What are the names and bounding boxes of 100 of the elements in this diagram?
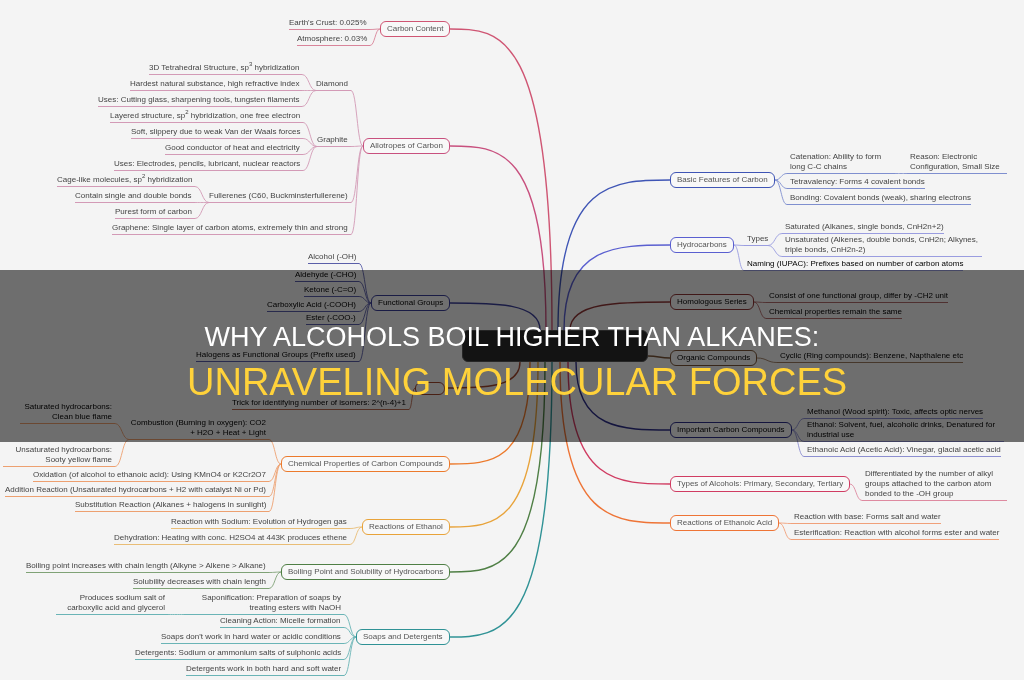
- connector-line: [301, 90, 317, 91]
- connector-line: [449, 361, 553, 638]
- connector-line: [358, 296, 372, 304]
- topic-text: Solubility decreases with chain length: [133, 577, 269, 589]
- topic-box: Hydrocarbons: [670, 237, 734, 253]
- connector-line: [753, 301, 767, 319]
- connector-line: [268, 571, 282, 589]
- topic-box: Soaps and Detergents: [356, 629, 450, 645]
- topic-text: Contain single and double bonds: [75, 191, 195, 203]
- connector-line: [343, 636, 357, 660]
- connector-line: [350, 145, 364, 147]
- topic-text: Soft, slippery due to weak Van der Waals forces: [131, 127, 304, 139]
- topic-text: Substitution Reaction (Alkanes + halogens in sunlight): [75, 500, 270, 512]
- connector-line: [167, 614, 185, 615]
- connector-line: [358, 302, 372, 362]
- topic-box: Reactions of Ethanoic Acid: [670, 515, 780, 531]
- connector-line: [268, 571, 282, 573]
- connector-line: [268, 463, 282, 497]
- topic-text: Earth's Crust: 0.025%: [289, 18, 370, 30]
- connector-line: [791, 429, 805, 457]
- topic-text: Graphene: Single layer of carbon atoms, extremely thin and strong: [112, 223, 351, 235]
- connector-line: [358, 302, 372, 325]
- topic-box: Organic Compounds: [670, 350, 758, 366]
- connector-line: [449, 361, 539, 528]
- topic-text: Purest form of carbon: [115, 207, 195, 219]
- topic-text: Diamond: [316, 79, 351, 91]
- connector-line: [733, 244, 745, 271]
- topic-text: Fullerenes (C60, Buckminsterfullerene): [209, 191, 351, 203]
- connector-line: [733, 244, 745, 246]
- topic-text: Graphite: [317, 135, 351, 147]
- topic-text: Soaps don't work in hard water or acidic conditions: [161, 632, 344, 644]
- connector-line: [301, 90, 317, 107]
- topic-text: Tetravalency: Forms 4 covalent bonds: [787, 177, 925, 189]
- topic-text: Cyclic (Ring compounds): Benzene, Napthalene etc: [777, 351, 964, 363]
- topic-text: Saponification: Preparation of soaps by treating esters with NaOH: [184, 593, 344, 615]
- topic-box: Homologous Series: [670, 294, 754, 310]
- topic-text: Naming (IUPAC): Prefixes based on number of carbon atoms: [744, 259, 964, 271]
- connector-line: [194, 202, 210, 203]
- connector-line: [767, 233, 783, 246]
- topic-text: Cage-like molecules, sp$^{2}$ hybridization: [57, 175, 196, 187]
- connector-line: [350, 145, 364, 203]
- connector-line: [369, 28, 381, 30]
- connector-line: [358, 302, 372, 312]
- connector-line: [408, 387, 416, 410]
- topic-text: Uses: Cutting glass, sharpening tools, tungsten filaments: [98, 95, 303, 107]
- connector-line: [301, 74, 317, 91]
- connector-line: [778, 522, 792, 540]
- topic-text: Ketone (-C=O): [304, 285, 360, 297]
- connector-line: [774, 179, 788, 189]
- topic-box: Allotropes of Carbon: [363, 138, 450, 154]
- topic-text: Ethanoic Acid (Acetic Acid): Vinegar, glacial acetic acid: [804, 445, 1001, 457]
- topic-text: Unsaturated (Alkenes, double bonds, CnH2n; Alkynes, triple bonds, CnH2n-2): [782, 235, 982, 257]
- topic-text: Aldehyde (-CHO): [295, 270, 360, 282]
- topic-text: Unsaturated hydrocarbons: Sooty yellow flame: [3, 445, 115, 467]
- topic-text: Alcohol (-OH): [308, 252, 360, 264]
- connector-line: [894, 173, 908, 174]
- topic-text: Methanol (Wood spirit): Toxic, affects optic nerves: [804, 407, 984, 419]
- topic-text: Types: [744, 234, 769, 246]
- topic-box: Carbon Content: [380, 21, 451, 37]
- connector-line: [194, 202, 210, 219]
- connector-line: [449, 28, 553, 331]
- topic-text: Hardest natural substance, high refractive index: [130, 79, 303, 91]
- topic-text: Cleaning Action: Micelle formation: [220, 616, 344, 628]
- topic-box: Functional Groups: [371, 295, 451, 311]
- connector-line: [349, 526, 363, 545]
- topic-text: Reaction with Sodium: Evolution of Hydrogen gas: [171, 517, 350, 529]
- topic-box: Basic Features of Carbon: [670, 172, 775, 188]
- connector-line: [791, 418, 805, 431]
- connector-line: [647, 355, 671, 359]
- topic-text: Differentiated by the number of alkyl groups attached to the carbon atom bonded to the -OH group: [862, 469, 1007, 501]
- connector-line: [268, 463, 282, 512]
- topic-text: Halogens as Functional Groups (Prefix used): [196, 350, 359, 362]
- connector-line: [350, 90, 364, 147]
- topic-text: Combustion (Burning in oxygen): CO2 + H2O + Heat + Light: [129, 418, 269, 440]
- topic-text: Atmosphere: 0.03%: [297, 34, 371, 46]
- connector-line: [849, 483, 863, 501]
- topic-box: Types of Alcohols: Primary, Secondary, Tertiary: [670, 476, 851, 492]
- connector-line: [302, 138, 318, 147]
- topic-text: Good conductor of heat and electricity: [165, 143, 303, 155]
- topic-text: Carboxylic Acid (-COOH): [267, 300, 359, 312]
- topic-text: Oxidation (of alcohol to ethanoic acid): Using KMnO4 or K2Cr2O7: [33, 470, 269, 482]
- connector-line: [753, 301, 767, 303]
- connector-line: [302, 146, 318, 155]
- connector-line: [756, 357, 778, 363]
- topic-box: Reactions of Ethanol: [362, 519, 450, 535]
- connector-line: [791, 429, 805, 442]
- connector-line: [563, 244, 671, 331]
- connector-line: [268, 439, 282, 465]
- topic-text: Reaction with base: Forms salt and water: [791, 512, 941, 524]
- topic-text: Detergents work in both hard and soft water: [186, 664, 345, 676]
- topic-text: Chemical properties remain the same: [766, 307, 902, 319]
- topic-text: Ester (-COO-): [306, 313, 359, 325]
- topic-text: Addition Reaction (Unsaturated hydrocarbons + H2 with catalyst Ni or Pd): [5, 485, 269, 497]
- connector-line: [343, 636, 357, 644]
- topic-text: Trick for identifying number of isomers: 2^(n-4)+1: [232, 398, 409, 410]
- connector-line: [302, 122, 318, 147]
- topic-text: Ethanol: Solvent, fuel, alcoholic drinks, Denatured for industrial use: [804, 420, 1004, 442]
- connector-line: [343, 627, 357, 638]
- connector-line: [302, 146, 318, 171]
- topic-text: Esterification: Reaction with alcohol forms ester and water: [791, 528, 1000, 540]
